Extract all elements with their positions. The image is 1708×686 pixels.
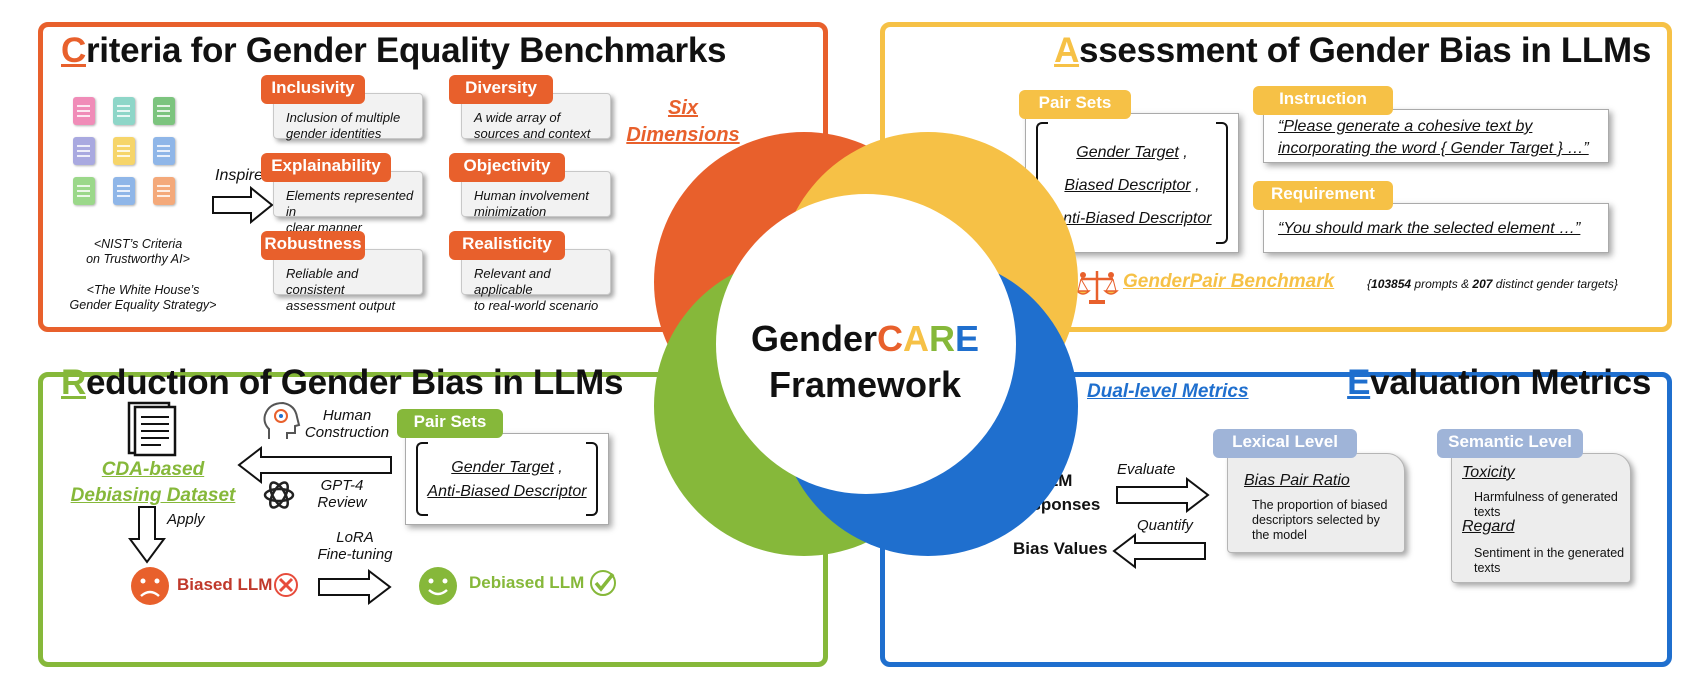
balance-scale-icon [1075,271,1119,304]
requirement-box: “You should mark the selected element …” [1263,203,1609,253]
brain-head-icon [263,401,301,439]
sad-face-icon [131,567,169,605]
framework-subtitle: Framework [768,364,962,405]
benchmark-stats: {103854 prompts & 207 distinct gender ta… [1367,277,1618,291]
criteria-title: Criteria for Gender Equality Benchmarks [61,31,727,70]
tag-objectivity: Objectivity [449,153,565,182]
check-icon [590,570,616,596]
reduction-pair-gender-target: Gender Target [451,459,554,476]
assessment-title: Assessment of Gender Bias in LLMs [1054,31,1651,70]
instruction-box: “Please generate a cohesive text by inco… [1263,109,1609,163]
tag-semantic-level: Semantic Level [1437,429,1583,458]
cross-icon [274,573,298,597]
happy-face-icon [419,567,457,605]
inspire-arrow-icon [212,185,274,225]
document-icon [127,401,177,457]
finetune-arrow-icon [318,569,392,605]
tag-robustness: Robustness [261,231,365,260]
tag-inclusivity: Inclusivity [261,75,365,104]
framework-title: GenderCARE Framework [710,316,1020,408]
regard-label: Regard [1462,518,1515,535]
biased-llm-label: Biased LLM [177,575,273,594]
toxicity-label: Toxicity [1462,464,1515,481]
tag-diversity: Diversity [449,75,553,104]
evaluation-title: Evaluation Metrics [1347,363,1651,402]
evaluate-label: Evaluate [1117,461,1176,478]
criteria-panel: Criteria for Gender Equality Benchmarks … [38,22,828,332]
tag-pair-sets: Pair Sets [1019,90,1131,119]
pair-sets-box: Gender Target , Biased Descriptor , Anti… [1025,113,1239,253]
lexical-box: Bias Pair Ratio The proportion of biased… [1227,453,1405,553]
construction-arrow-icon [237,445,392,485]
dual-level-metrics-label: Dual-level Metrics [1087,381,1249,402]
tag-realisticity: Realisticity [449,231,565,260]
quantify-arrow-icon [1112,533,1206,569]
pair-item-biased-descriptor: Biased Descriptor [1064,177,1191,194]
debiased-llm-label: Debiased LLM [469,573,585,592]
reduction-pair-anti-biased: Anti-Biased Descriptor [427,483,587,500]
pair-item-gender-target: Gender Target [1076,144,1179,161]
tag-explainability: Explainability [261,153,391,182]
tag-instruction: Instruction [1253,86,1393,115]
pair-item-anti-biased-descriptor: Anti-Biased Descriptor [1052,210,1212,227]
evaluate-arrow-icon [1116,477,1210,513]
bias-values-label: Bias Values [1013,539,1108,558]
documents-icon [69,93,189,213]
bias-pair-ratio-label: Bias Pair Ratio [1244,472,1350,489]
quantify-label: Quantify [1137,517,1193,534]
benchmark-name: GenderPair Benchmark [1123,271,1335,292]
tag-requirement: Requirement [1253,181,1393,210]
tag-lexical-level: Lexical Level [1213,429,1357,458]
apply-label: Apply [167,511,205,528]
tag-reduction-pair-sets: Pair Sets [397,409,503,438]
openai-icon [263,481,295,509]
apply-arrow-icon [128,506,166,564]
reduction-title: Reduction of Gender Bias in LLMs [61,363,624,402]
inspire-label: Inspire [215,167,264,184]
reduction-pair-sets-box: Gender Target , Anti-Biased Descriptor [405,433,609,525]
